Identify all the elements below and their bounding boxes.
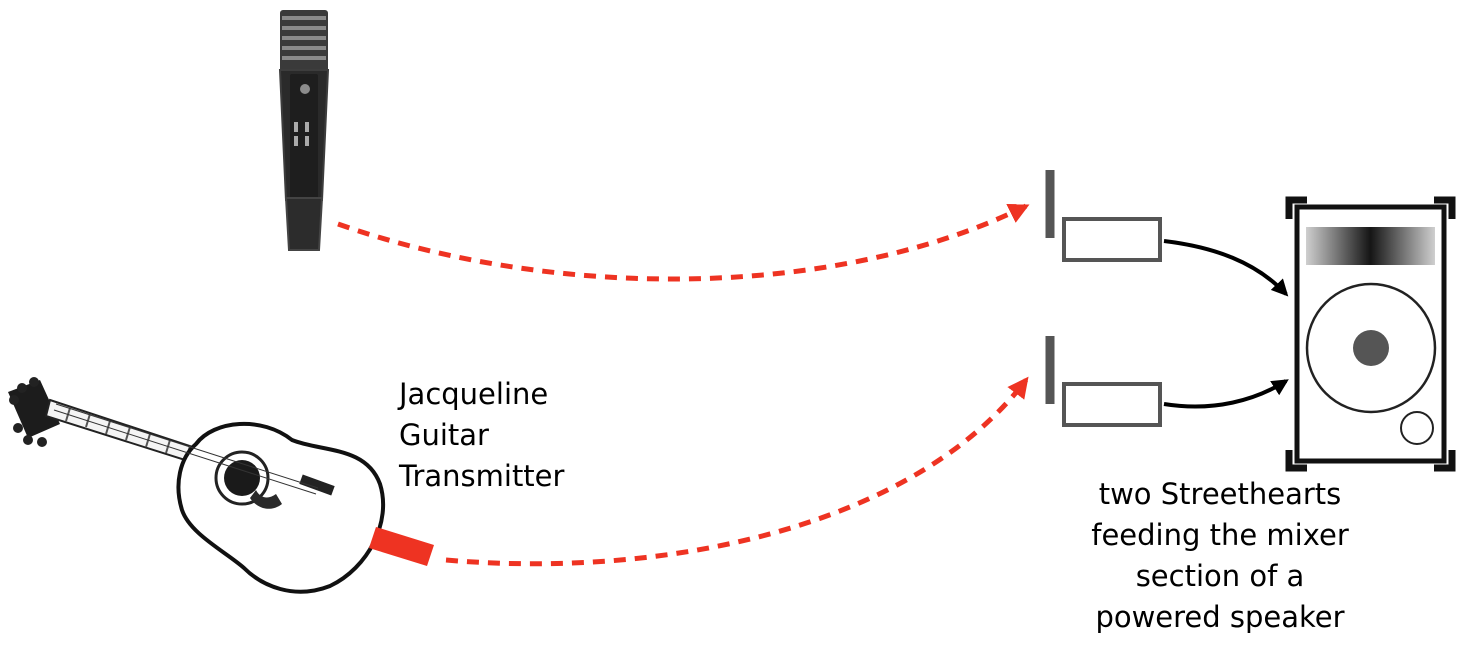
receiver-cable-arrow [1163,379,1289,409]
label-line: Jacqueline [399,377,549,411]
receiver-icon [1045,170,1162,262]
guitar-transmitter-label: Jacqueline Guitar Transmitter [399,374,564,497]
speaker-icon [1285,196,1456,472]
guitar-signal-arrow [445,376,1029,567]
caption-line: two Streethearts [1098,477,1342,511]
microphone-signal-arrow [337,203,1030,282]
transmitter-icon [369,527,434,566]
guitar-icon [8,377,386,594]
label-line: Guitar [399,418,489,452]
microphone-icon [278,10,330,251]
label-line: Transmitter [399,459,565,493]
caption-line: section of a [1135,559,1305,593]
speaker-caption: two Streethearts feeding the mixer secti… [1040,474,1400,638]
receiver-icon [1045,336,1162,427]
caption-line: feeding the mixer [1091,518,1349,552]
receiver-cable-arrow [1163,239,1289,297]
caption-line: powered speaker [1095,600,1345,634]
